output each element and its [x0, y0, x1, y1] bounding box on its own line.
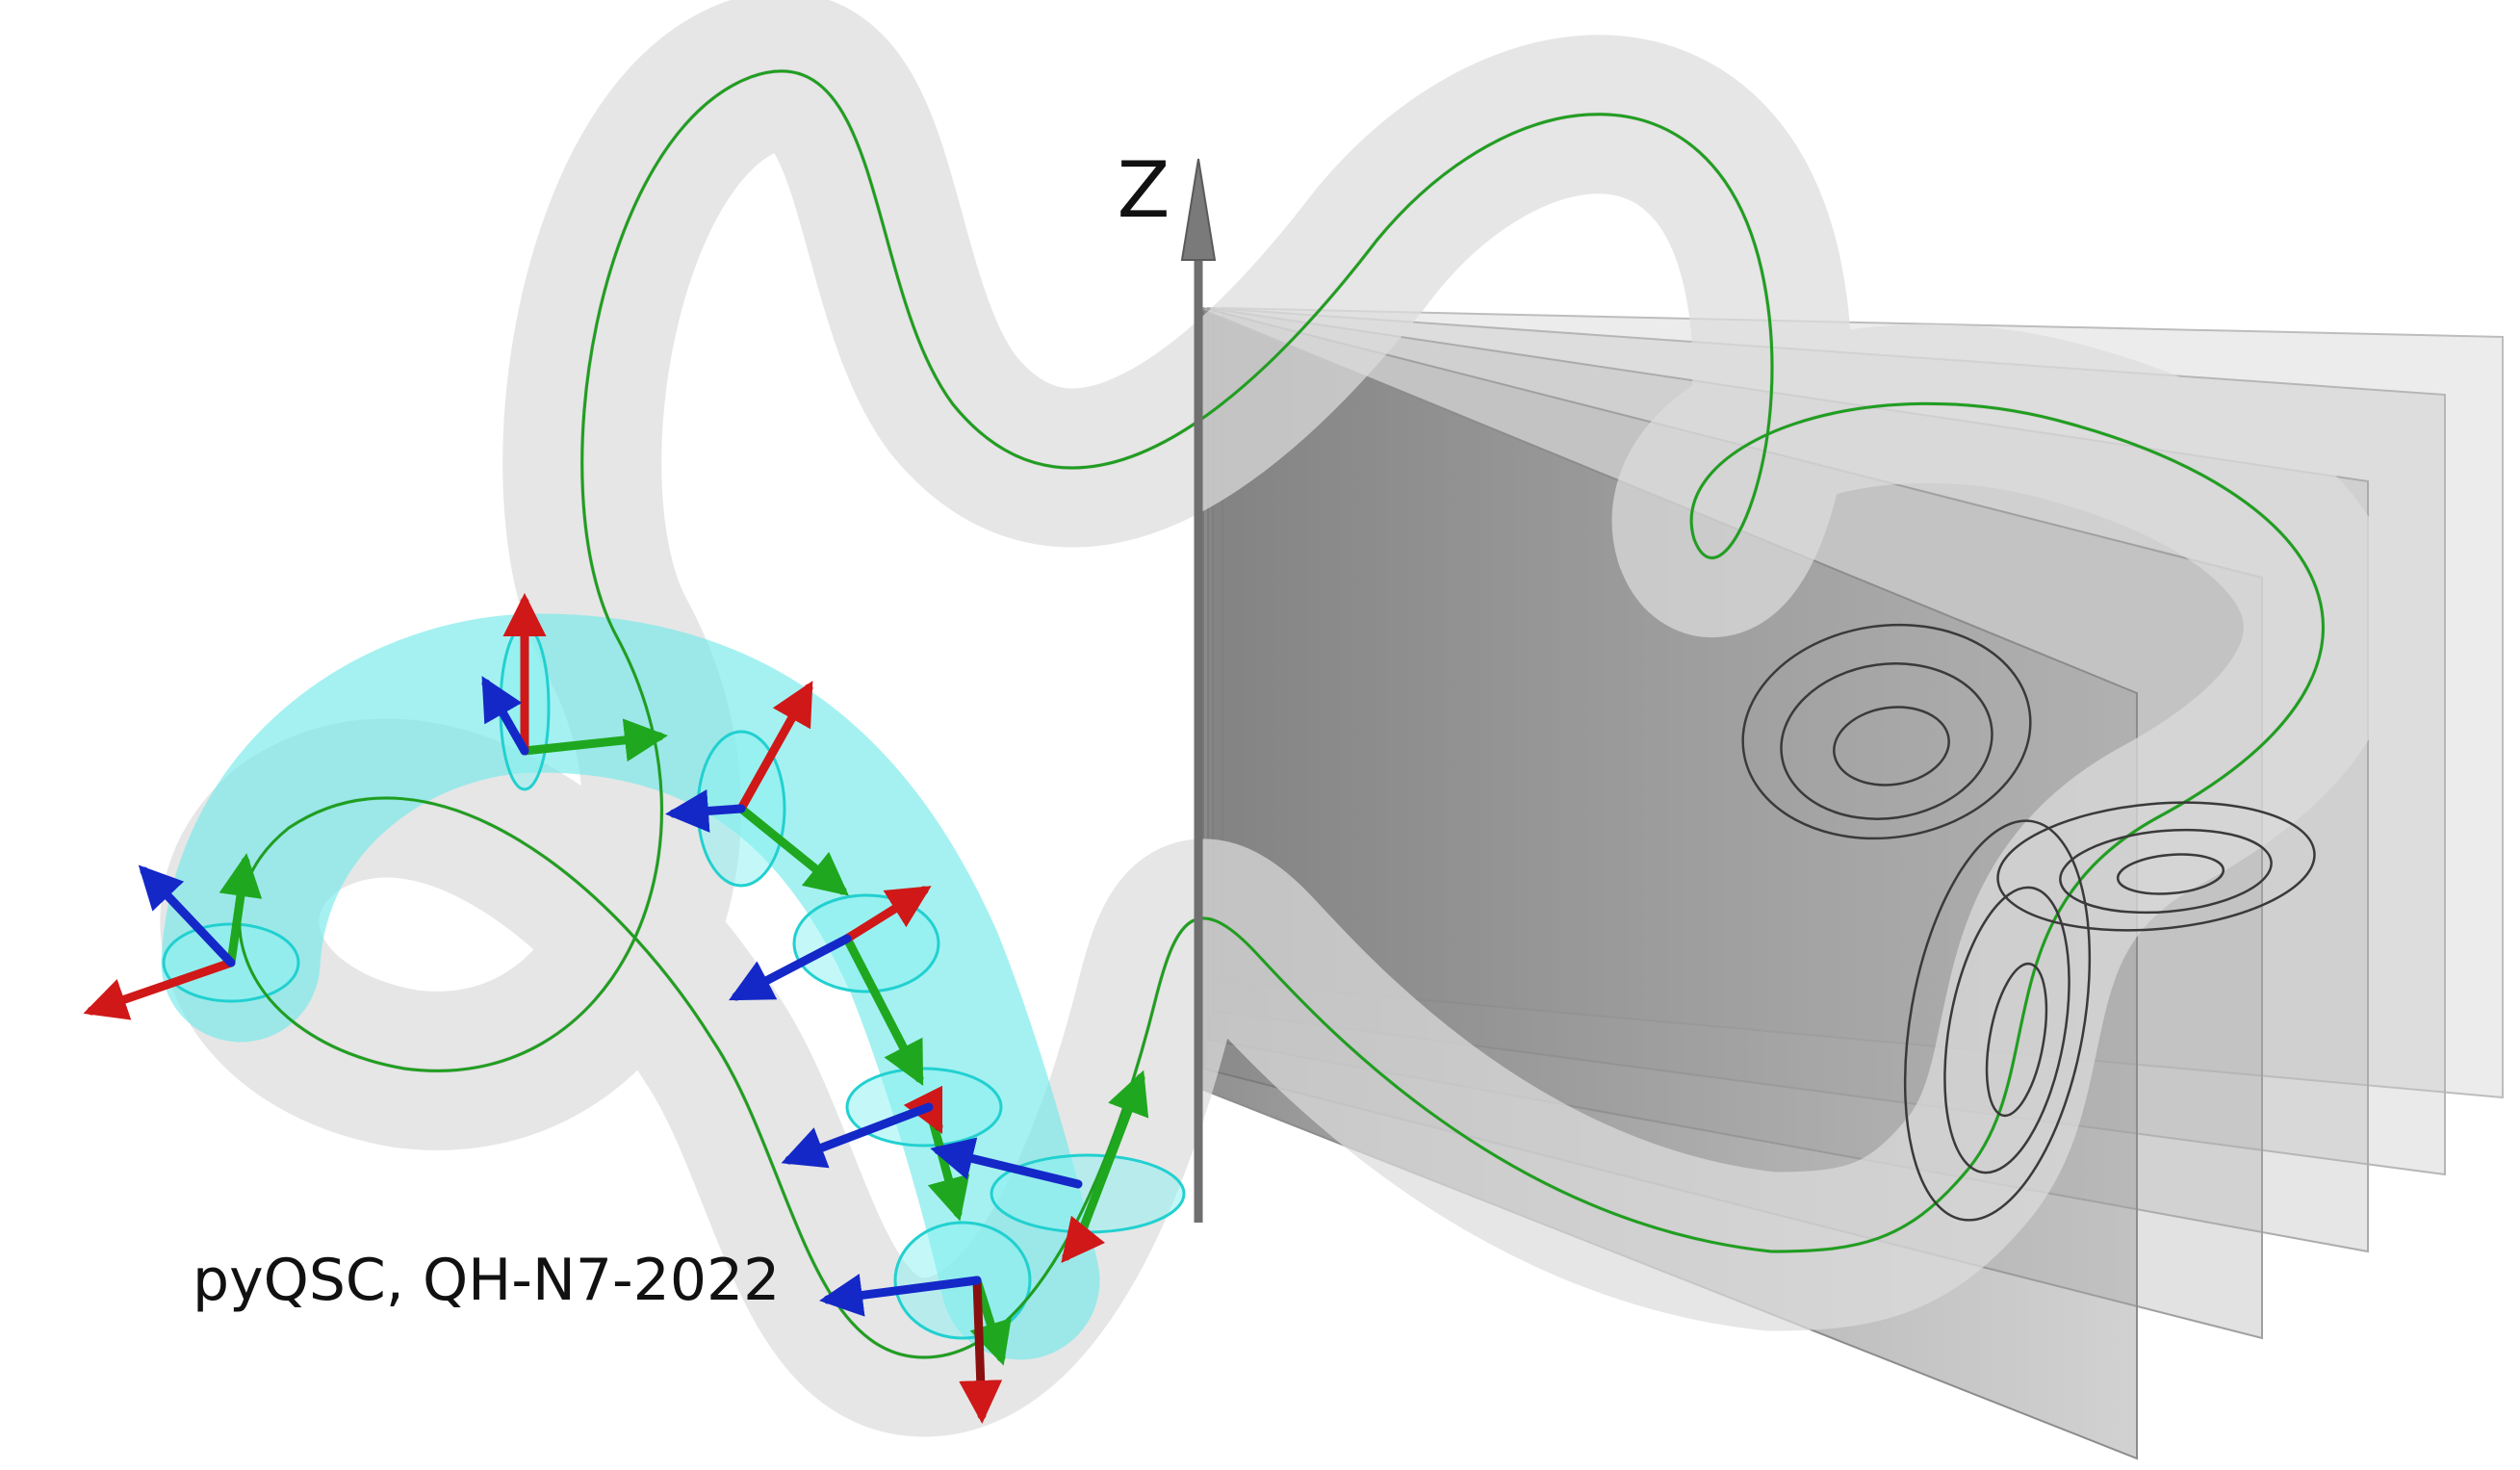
contour-lobe-right-core	[2116, 853, 2225, 895]
normal-arrow-3	[736, 681, 813, 813]
contour-lobe-right-inner	[2059, 828, 2273, 915]
magnetic-axis-curve	[238, 69, 2325, 1359]
contour-lobe-lower-inner	[1943, 886, 2070, 1174]
tangent-arrow-4	[842, 934, 924, 1086]
frame-arrows	[83, 593, 1149, 1424]
binormal-arrow-4	[729, 934, 852, 1001]
binormal-arrow-7	[819, 1274, 982, 1317]
z-axis: Z	[1118, 145, 1217, 1223]
contour-lobe-upper	[1741, 623, 2032, 840]
figure-caption: pyQSC, QH-N7-2022	[193, 1247, 780, 1314]
contour-lobe-lower	[1903, 819, 2092, 1222]
binormal-arrow-2	[481, 676, 529, 756]
normal-arrow-7	[959, 1276, 1003, 1424]
contour-lobe-upper-inner	[1780, 662, 1993, 820]
normal-arrow-1	[83, 958, 236, 1020]
tangent-arrow-6	[1073, 1070, 1149, 1247]
binormal-arrow-6	[930, 1137, 1083, 1189]
contour-lobe-lower-core	[1985, 962, 2048, 1118]
tangent-arrow-2	[520, 718, 668, 762]
z-axis-label: Z	[1118, 145, 1170, 235]
normal-arrow-6	[1061, 1215, 1106, 1264]
arrow-up-icon	[1180, 158, 1217, 261]
tangent-arrow-3	[736, 804, 849, 896]
normal-arrow-4	[842, 886, 932, 943]
binormal-arrow-5	[781, 1102, 934, 1169]
tangent-arrow-1	[219, 853, 263, 967]
contour-lobe-upper-core	[1833, 706, 1950, 787]
contour-lobe-right	[1996, 801, 2316, 932]
binormal-arrow-1	[138, 864, 236, 967]
binormal-arrow-3	[665, 788, 746, 833]
surface-contours	[1741, 623, 2316, 1222]
